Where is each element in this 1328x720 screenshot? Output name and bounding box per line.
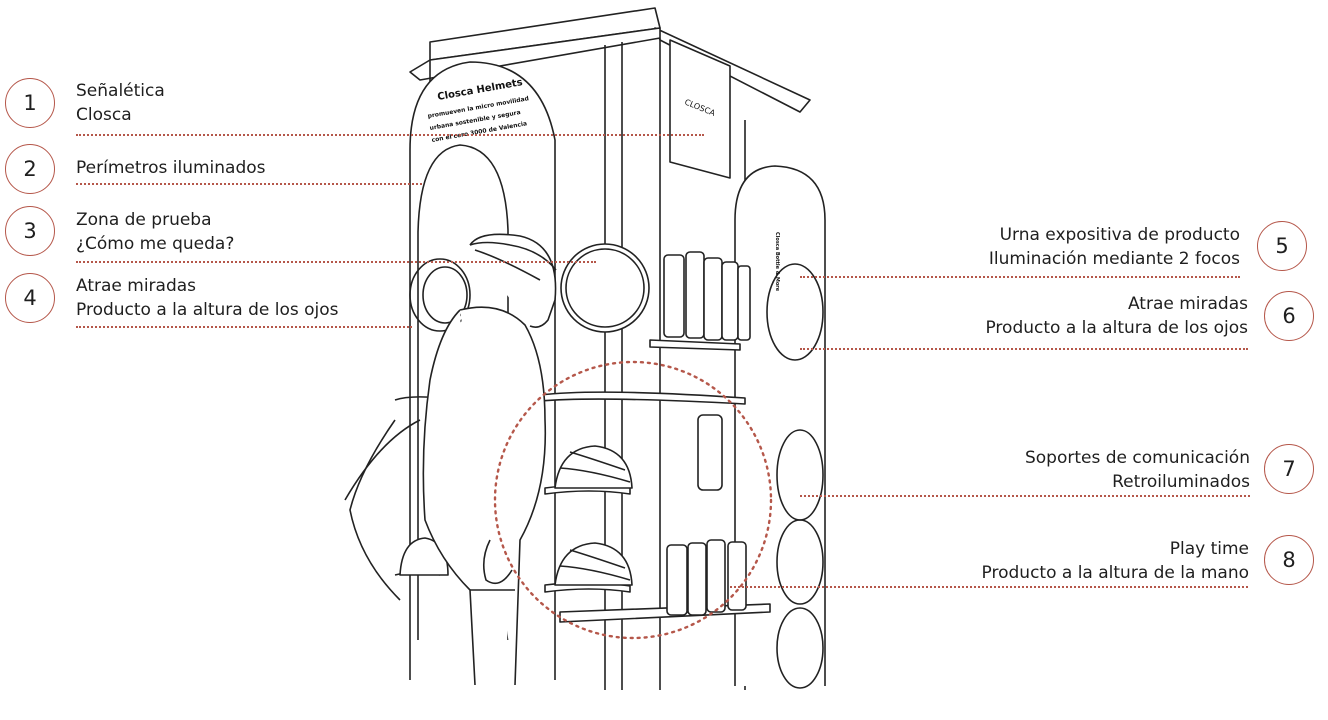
callout-8-line-2: Producto a la altura de la mano	[981, 563, 1249, 583]
callout-badge-5: 5	[1257, 221, 1307, 271]
callout-label-1: Señalética Closca	[76, 79, 165, 127]
leader-4	[76, 326, 412, 328]
callout-5-line-1: Urna expositiva de producto	[999, 225, 1240, 245]
callout-8-line-1: Play time	[1169, 539, 1249, 559]
leader-1	[76, 134, 704, 136]
callout-6-line-1: Atrae miradas	[1127, 294, 1248, 314]
callout-6-line-2: Producto a la altura de los ojos	[985, 318, 1248, 338]
callout-label-2: Perímetros iluminados	[76, 156, 266, 180]
callout-label-8: Play time Producto a la altura de la man…	[982, 537, 1249, 585]
callout-badge-3: 3	[5, 206, 55, 256]
leader-2	[76, 183, 422, 185]
callout-7-line-2: Retroiluminados	[1112, 472, 1250, 492]
signage-side-panel: Closca Bottle & More	[774, 232, 780, 292]
callout-2-line-1: Perímetros iluminados	[76, 158, 266, 178]
leader-6	[800, 348, 1248, 350]
leader-5	[800, 276, 1240, 278]
callout-badge-8: 8	[1264, 535, 1314, 585]
leader-8	[730, 586, 1248, 588]
callout-label-7: Soportes de comunicación Retroiluminados	[1025, 446, 1250, 494]
callout-label-3: Zona de prueba ¿Cómo me queda?	[76, 208, 234, 256]
callout-badge-4: 4	[5, 273, 55, 323]
callout-badge-6: 6	[1264, 291, 1314, 341]
callout-badge-1: 1	[5, 78, 55, 128]
play-zone-highlight	[493, 360, 773, 640]
callout-5-line-2: Iluminación mediante 2 focos	[988, 249, 1240, 269]
callout-4-line-2: Producto a la altura de los ojos	[76, 300, 339, 320]
leader-7	[800, 495, 1250, 497]
callout-3-line-2: ¿Cómo me queda?	[76, 234, 235, 254]
callout-1-line-2: Closca	[76, 105, 132, 125]
callout-label-6: Atrae miradas Producto a la altura de lo…	[985, 292, 1248, 340]
callout-label-4: Atrae miradas Producto a la altura de lo…	[76, 274, 339, 322]
callout-7-line-1: Soportes de comunicación	[1024, 448, 1250, 468]
callout-3-line-1: Zona de prueba	[76, 210, 212, 230]
leader-3	[76, 261, 596, 263]
callout-label-5: Urna expositiva de producto Iluminación …	[989, 223, 1240, 271]
callout-badge-7: 7	[1264, 444, 1314, 494]
callout-1-line-1: Señalética	[76, 81, 165, 101]
callout-badge-2: 2	[5, 144, 55, 194]
callout-4-line-1: Atrae miradas	[76, 276, 197, 296]
